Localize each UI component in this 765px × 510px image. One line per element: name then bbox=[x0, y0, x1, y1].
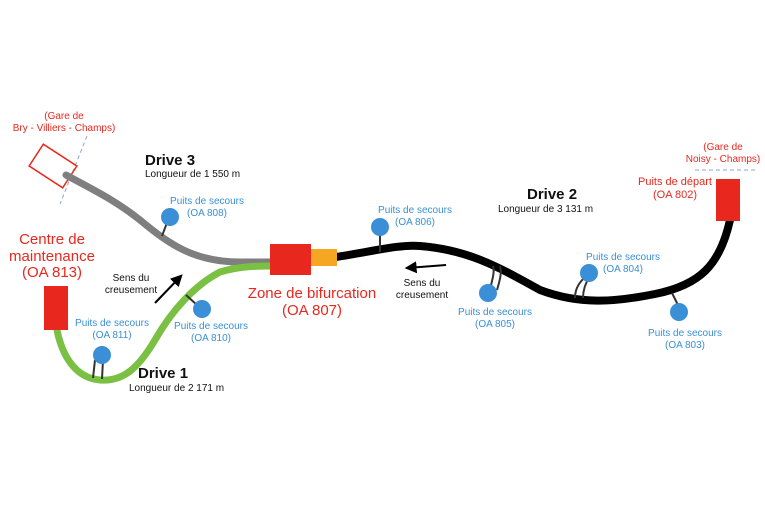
maintenance-line3: (OA 813) bbox=[21, 264, 83, 281]
shaft-oa805-label: Puits de secours (OA 805) bbox=[453, 307, 537, 330]
shaft-oa808-line1: Puits de secours bbox=[170, 196, 244, 207]
bry-station-box bbox=[28, 143, 78, 189]
maintenance-line1: Centre de bbox=[19, 231, 85, 248]
shaft-oa811-label: Puits de secours (OA 811) bbox=[70, 318, 154, 341]
drive2-title: Drive 2 bbox=[527, 186, 578, 203]
bry-station-label: (Gare de Bry - Villiers - Champs) bbox=[8, 111, 120, 134]
start-shaft-line1: Puits de départ bbox=[638, 176, 712, 188]
drive1-title: Drive 1 bbox=[138, 365, 189, 382]
start-shaft-label: Puits de départ (OA 802) bbox=[637, 176, 713, 201]
shaft-oa806-label: Puits de secours (OA 806) bbox=[373, 205, 457, 228]
shaft-oa811-marker bbox=[93, 346, 111, 364]
bifurcation-block bbox=[270, 244, 311, 275]
bifurcation-line1: Zone de bifurcation bbox=[247, 285, 377, 302]
bifurcation-line2: (OA 807) bbox=[281, 301, 343, 319]
drive1-tunnel bbox=[53, 262, 276, 384]
shaft-oa810-label: Puits de secours (OA 810) bbox=[169, 321, 253, 344]
shaft-oa806-marker bbox=[371, 218, 389, 236]
direction-left-line2: creusement bbox=[104, 284, 158, 296]
noisy-station-line1: (Gare de bbox=[703, 142, 743, 153]
drive1-length: Longueur de 2 171 m bbox=[129, 383, 225, 394]
noisy-station-line2: Noisy - Champs) bbox=[685, 153, 761, 165]
shaft-oa808-label: Puits de secours (OA 808) bbox=[165, 196, 249, 219]
start-shaft-block bbox=[716, 179, 740, 221]
drive3-title: Drive 3 bbox=[145, 152, 196, 169]
shaft-oa810-marker bbox=[193, 300, 211, 318]
shaft-oa803-connector bbox=[671, 292, 679, 306]
noisy-station-label: (Gare de Noisy - Champs) bbox=[683, 142, 763, 165]
shaft-oa811-line1: Puits de secours bbox=[75, 318, 149, 329]
bry-station-line1: (Gare de bbox=[44, 111, 84, 122]
shaft-oa803-line2: (OA 803) bbox=[664, 339, 706, 351]
shaft-oa803-marker bbox=[670, 303, 688, 321]
shaft-oa804-marker bbox=[580, 264, 598, 282]
shaft-oa806-line2: (OA 806) bbox=[394, 216, 436, 228]
bifurcation-label: Zone de bifurcation (OA 807) bbox=[237, 285, 387, 319]
drive3-tunnel bbox=[62, 171, 276, 266]
direction-arrow-left bbox=[154, 274, 183, 304]
shaft-oa810-line1: Puits de secours bbox=[174, 321, 248, 332]
shaft-oa803-line1: Puits de secours bbox=[648, 328, 722, 339]
shaft-oa804-line1: Puits de secours bbox=[586, 252, 660, 263]
direction-label-left: Sens du creusement bbox=[99, 273, 163, 296]
bry-station-line2: Bry - Villiers - Champs) bbox=[12, 122, 116, 134]
shaft-oa808-marker bbox=[161, 208, 179, 226]
drive3-length: Longueur de 1 550 m bbox=[145, 169, 241, 180]
shaft-oa805-line1: Puits de secours bbox=[458, 307, 532, 318]
shaft-oa805-line2: (OA 805) bbox=[474, 318, 516, 330]
maintenance-line2: maintenance bbox=[9, 247, 95, 265]
bifurcation-connector bbox=[311, 249, 337, 266]
direction-right-line1: Sens du bbox=[403, 278, 441, 289]
maintenance-centre-label: Centre de maintenance (OA 813) bbox=[2, 231, 102, 282]
drive2-length: Longueur de 3 131 m bbox=[498, 204, 594, 215]
direction-right-line2: creusement bbox=[395, 289, 449, 301]
shaft-oa806-line1: Puits de secours bbox=[378, 205, 452, 216]
direction-arrow-right bbox=[404, 261, 447, 274]
shaft-oa810-line2: (OA 810) bbox=[190, 332, 232, 344]
direction-label-right: Sens du creusement bbox=[390, 278, 454, 301]
shaft-oa805-marker bbox=[479, 284, 497, 302]
drive2-tunnel bbox=[332, 216, 734, 305]
shaft-oa803-label: Puits de secours (OA 803) bbox=[643, 328, 727, 351]
shaft-oa804-line2: (OA 804) bbox=[602, 263, 644, 275]
direction-left-line1: Sens du bbox=[112, 273, 150, 284]
maintenance-centre-block bbox=[44, 286, 68, 330]
shaft-oa804-label: Puits de secours (OA 804) bbox=[581, 252, 665, 275]
shaft-oa808-line2: (OA 808) bbox=[186, 207, 228, 219]
shaft-oa811-line2: (OA 811) bbox=[92, 329, 132, 341]
start-shaft-line2: (OA 802) bbox=[652, 188, 698, 201]
